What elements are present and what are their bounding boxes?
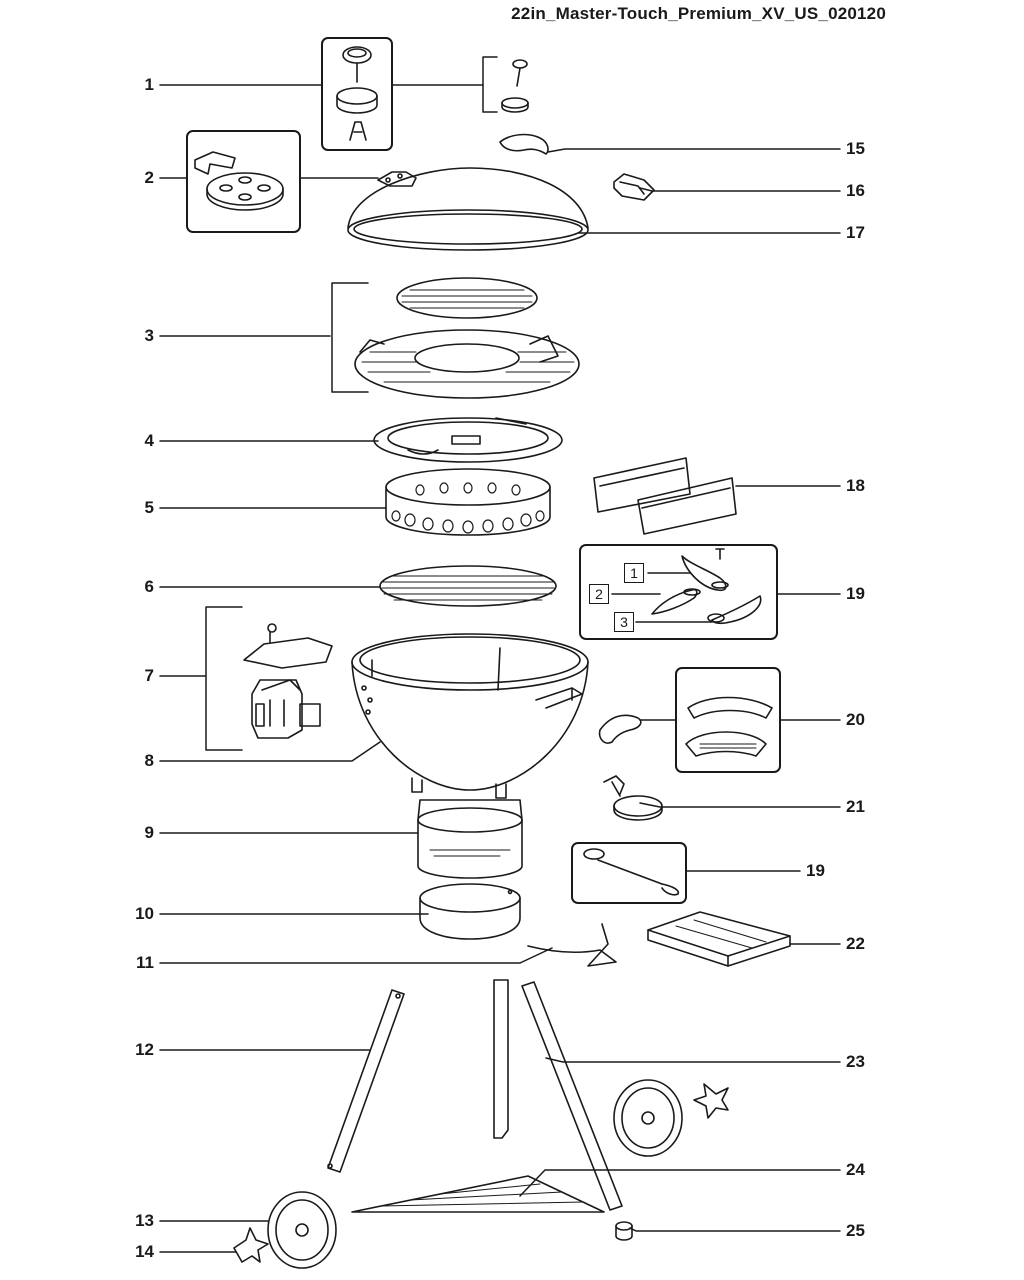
part-20-handles	[600, 698, 772, 757]
part-13-wheel	[268, 1192, 336, 1268]
part-8-bowl	[352, 634, 588, 798]
part-4-plate	[374, 418, 562, 462]
sub-number-2: 2	[589, 584, 609, 604]
callout-3: 3	[144, 326, 154, 345]
callout-23: 23	[846, 1052, 865, 1071]
part-1-thermometer	[337, 47, 528, 140]
callout-19: 19	[846, 584, 865, 603]
part-14-hub	[234, 1228, 268, 1262]
callout-20: 20	[846, 710, 865, 729]
part-10-ash-pan	[420, 884, 520, 939]
part-9-vent-ring	[418, 800, 522, 878]
part-15-lid-hook	[500, 135, 548, 154]
callout-12: 12	[135, 1040, 154, 1059]
callout-22: 22	[846, 934, 865, 953]
callout-25: 25	[846, 1221, 865, 1240]
callout-8: 8	[144, 751, 154, 770]
callout-15: 15	[846, 139, 865, 158]
callout-4: 4	[144, 431, 154, 450]
sub-number-1: 1	[624, 563, 644, 583]
callout-2: 2	[144, 168, 154, 187]
part-19-cleaning-tool	[584, 849, 678, 895]
part-6-charcoal-grate	[380, 566, 556, 606]
part-16-handle-bracket	[614, 174, 654, 200]
part-2-lid-vent	[195, 152, 283, 210]
part-22-tray	[648, 912, 790, 966]
part-12-leg	[328, 990, 404, 1172]
part-11-wire	[528, 924, 616, 966]
part-3-grates	[355, 278, 579, 398]
part-7-assembly	[244, 624, 332, 738]
callout-18: 18	[846, 476, 865, 495]
detail-boxes	[187, 38, 780, 903]
part-17-lid	[348, 168, 588, 250]
part-18-baskets	[594, 458, 736, 534]
callout-11: 11	[136, 953, 154, 972]
sub-number-3: 3	[614, 612, 634, 632]
callout-14: 14	[135, 1242, 154, 1261]
part-25-cap	[616, 1222, 632, 1240]
callout-19-cleaning-tool: 19	[806, 861, 825, 880]
part-21-hanger	[604, 776, 662, 820]
leader-lines-left	[160, 85, 552, 1252]
callout-17: 17	[846, 223, 865, 242]
callout-5: 5	[144, 498, 154, 517]
part-19-tools	[652, 549, 761, 623]
callout-16: 16	[846, 181, 865, 200]
callout-9: 9	[144, 823, 154, 842]
callout-24: 24	[846, 1160, 865, 1179]
wheel-right	[614, 1080, 728, 1156]
callout-7: 7	[144, 666, 154, 685]
document-title: 22in_Master-Touch_Premium_XV_US_020120	[511, 4, 886, 23]
callout-21: 21	[846, 797, 865, 816]
leader-lines-right	[392, 57, 840, 1231]
callout-6: 6	[144, 577, 154, 596]
part-5-ring	[386, 469, 550, 535]
callout-1: 1	[144, 75, 154, 94]
callout-10: 10	[135, 904, 154, 923]
callout-13: 13	[135, 1211, 154, 1230]
part-24-rack	[352, 1176, 604, 1212]
center-leg	[494, 980, 508, 1138]
part-23-leg	[522, 982, 622, 1210]
